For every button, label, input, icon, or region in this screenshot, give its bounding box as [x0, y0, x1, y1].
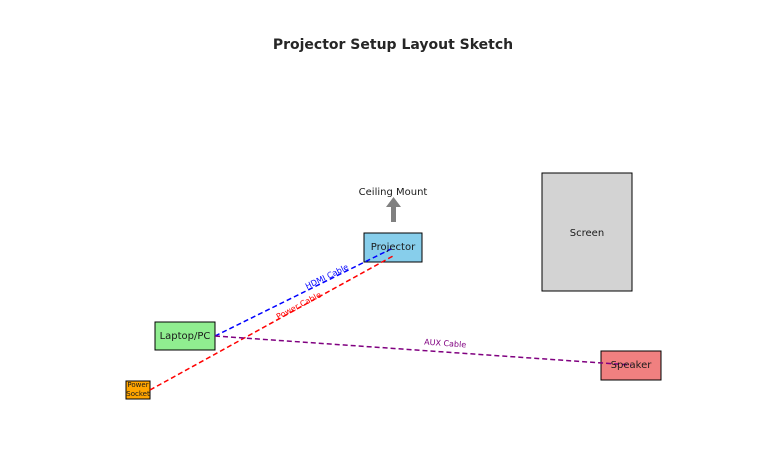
- aux-cable-label: AUX Cable: [424, 338, 467, 350]
- speaker-box: [600, 350, 662, 381]
- ceiling-mount-arrow-icon: [386, 197, 401, 222]
- ceiling-mount-label: Ceiling Mount: [359, 187, 428, 198]
- power-cable-line: [149, 255, 394, 391]
- diagram-title: Projector Setup Layout Sketch: [273, 37, 513, 53]
- hdmi-cable-label: HDMI Cable: [304, 262, 350, 291]
- power-cable-label: Power Cable: [275, 290, 323, 321]
- hdmi-cable-line: [214, 247, 394, 337]
- laptop-box: [154, 321, 216, 351]
- power-socket-label-line1: Power: [127, 381, 148, 389]
- aux-cable-line: [214, 335, 632, 366]
- screen-label: Screen: [570, 228, 604, 239]
- projector-label: Projector: [371, 242, 416, 253]
- speaker-label: Speaker: [611, 360, 653, 371]
- screen-box: [541, 172, 633, 292]
- laptop-label: Laptop/PC: [160, 331, 211, 342]
- power-socket-label-line2: Socket: [126, 390, 150, 398]
